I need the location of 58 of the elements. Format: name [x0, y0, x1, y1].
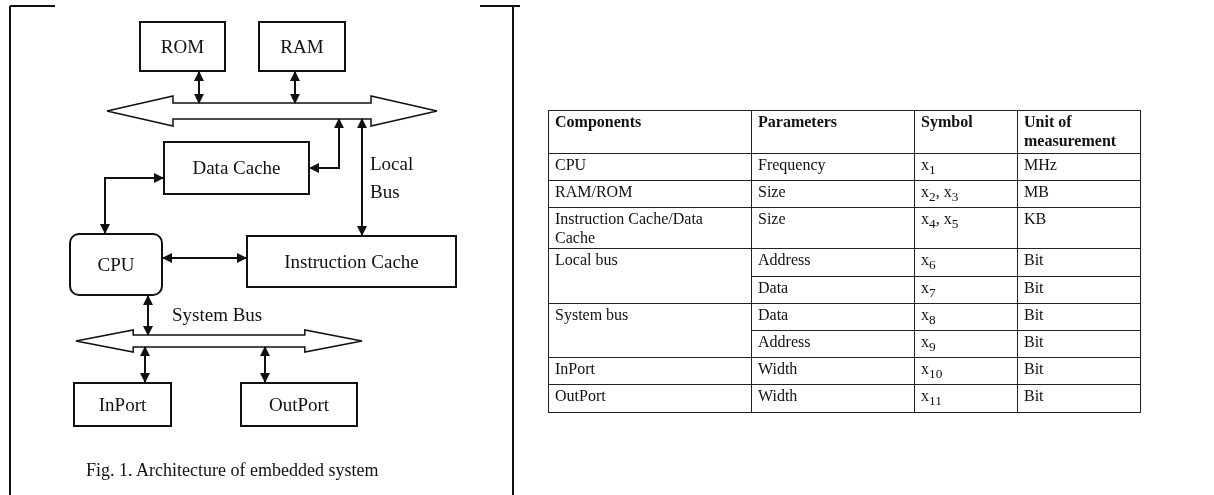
connector-arrow	[357, 118, 367, 236]
column-header: Components	[548, 110, 752, 154]
table-entry: Instruction Cache/Data Cache	[548, 207, 752, 249]
table-entry: Size	[751, 180, 915, 208]
bus-band	[76, 330, 362, 352]
table-entry: Width	[751, 384, 915, 412]
bus-label: System Bus	[172, 304, 263, 326]
connector-arrow	[290, 71, 300, 104]
table-entry: KB	[1017, 207, 1141, 249]
component-box: InPort	[73, 382, 172, 427]
column-header: Symbol	[914, 110, 1018, 154]
table-entry: x$_{11}$	[914, 384, 1018, 412]
table-entry: Data	[751, 276, 915, 304]
table-entry: x$_{2}$, x$_{3}$	[914, 180, 1018, 208]
table-entry: Bit	[1017, 384, 1141, 412]
table-entry: MB	[1017, 180, 1141, 208]
table-entry: MHz	[1017, 153, 1141, 181]
table-entry: Bit	[1017, 248, 1141, 277]
connector-arrow	[162, 253, 247, 263]
table-entry: OutPort	[548, 384, 752, 412]
table-entry: x$_{8}$	[914, 303, 1018, 331]
connector-arrow	[100, 173, 164, 234]
table-entry: RAM/ROM	[548, 180, 752, 208]
component-box: ROM	[139, 21, 226, 72]
table-entry: Data	[751, 303, 915, 331]
table-entry: CPU	[548, 153, 752, 181]
table-entry: Bit	[1017, 357, 1141, 385]
connector-arrow	[194, 71, 204, 104]
table-entry: Bit	[1017, 330, 1141, 358]
connector-arrow	[309, 118, 344, 173]
table-entry: Address	[751, 248, 915, 277]
table-entry: x$_{6}$	[914, 248, 1018, 277]
table-entry: x$_{4}$, x$_{5}$	[914, 207, 1018, 249]
table-entry: System bus	[548, 303, 752, 358]
table-entry: Frequency	[751, 153, 915, 181]
connector-arrow	[140, 345, 150, 383]
column-header: Unit of measurement	[1017, 110, 1141, 154]
table-entry: InPort	[548, 357, 752, 385]
processor-box: CPU	[69, 233, 163, 296]
table-entry: x$_{7}$	[914, 276, 1018, 304]
component-box: RAM	[258, 21, 346, 72]
bus-band	[107, 96, 437, 126]
table-entry: Bit	[1017, 303, 1141, 331]
table-entry: Local bus	[548, 248, 752, 304]
component-box: Data Cache	[163, 141, 310, 195]
component-box: OutPort	[240, 382, 358, 427]
table-entry: Bit	[1017, 276, 1141, 304]
connector-arrow	[260, 345, 270, 383]
table-entry: Size	[751, 207, 915, 249]
table-entry: x$_{9}$	[914, 330, 1018, 358]
table-entry: x$_{10}$	[914, 357, 1018, 385]
column-header: Parameters	[751, 110, 915, 154]
component-box: Instruction Cache	[246, 235, 457, 288]
table-entry: Width	[751, 357, 915, 385]
table-entry: Address	[751, 330, 915, 358]
figure-caption: Fig. 1. Architecture of embedded system	[86, 460, 379, 481]
table-entry: x$_{1}$	[914, 153, 1018, 181]
connector-arrow	[143, 295, 153, 337]
